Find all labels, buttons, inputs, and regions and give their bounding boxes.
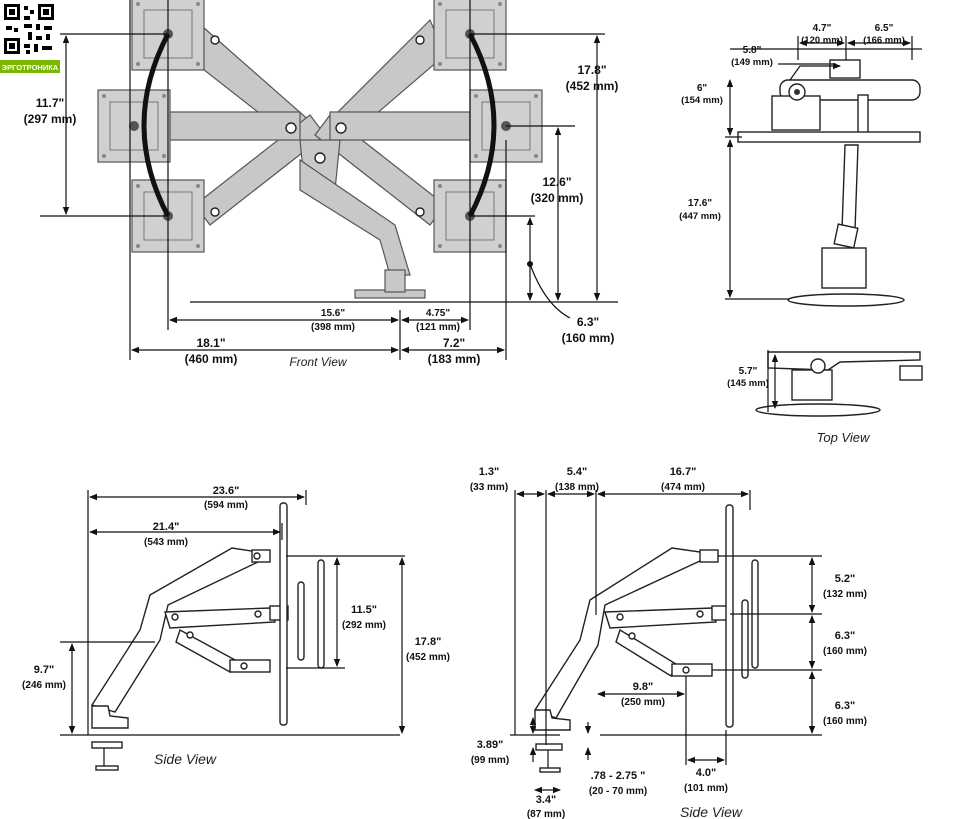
dim-label: (246 mm) [22, 680, 66, 691]
dim-label: 11.7" [36, 96, 64, 110]
dim-label: 21.4" [153, 521, 180, 533]
qr-code-icon [4, 4, 54, 54]
dim-label: 5.4" [567, 466, 588, 478]
dim-label: (297 mm) [24, 112, 77, 126]
dim-label: (160 mm) [823, 716, 867, 727]
front-view-drawing [40, 0, 618, 360]
dim-label: 4.75" [426, 308, 450, 319]
dim-label: (166 mm) [863, 35, 905, 46]
dim-label: (474 mm) [661, 482, 705, 493]
dim-label: 18.1" [196, 336, 225, 350]
side-view-right-drawing [510, 490, 822, 794]
top-view-drawing [725, 36, 923, 417]
dim-label: 5.8" [743, 45, 762, 56]
dim-label: 6.3" [577, 315, 599, 329]
dim-label: (452 mm) [566, 79, 619, 93]
front-view-labels: 11.7" (297 mm) 17.8" (452 mm) 12.6" (320… [24, 63, 619, 369]
view-caption: Top View [817, 430, 871, 445]
dim-label: (154 mm) [681, 95, 723, 106]
dim-label: 9.8" [633, 681, 654, 693]
dim-label: 5.2" [835, 573, 856, 585]
dim-label: (160 mm) [562, 331, 615, 345]
dim-label: (447 mm) [679, 211, 721, 222]
dim-label: 6.3" [835, 630, 856, 642]
dim-label: 9.7" [34, 664, 55, 676]
brand-name: ЭРГОТРОНИКА [2, 63, 59, 72]
dim-label: 4.7" [813, 23, 832, 34]
dim-label: (594 mm) [204, 500, 248, 511]
dim-label: (87 mm) [527, 809, 565, 819]
dim-label: 6.5" [875, 23, 894, 34]
dim-label: (121 mm) [416, 322, 460, 333]
dim-label: (138 mm) [555, 482, 599, 493]
dim-label: 17.6" [688, 198, 712, 209]
dim-label: (320 mm) [531, 191, 584, 205]
dim-label: (543 mm) [144, 537, 188, 548]
dim-label: 11.5" [351, 604, 377, 616]
dim-label: 6.3" [835, 700, 856, 712]
top-view-labels: 4.7" (120 mm) 6.5" (166 mm) 5.8" (149 mm… [679, 23, 905, 445]
dim-label: 17.8" [577, 63, 606, 77]
dim-label: (183 mm) [428, 352, 481, 366]
dim-label: (33 mm) [470, 482, 508, 493]
dim-label: 5.7" [739, 366, 758, 377]
dim-label: 3.4" [536, 794, 557, 806]
dim-label: (250 mm) [621, 697, 665, 708]
dim-label: (160 mm) [823, 646, 867, 657]
dim-label: (292 mm) [342, 620, 386, 631]
dim-label: (460 mm) [185, 352, 238, 366]
view-caption: Side View [154, 751, 217, 767]
dim-label: (120 mm) [801, 35, 843, 46]
view-caption: Side View [680, 804, 743, 819]
dim-label: 3.89" [477, 739, 504, 751]
dim-label: (452 mm) [406, 652, 450, 663]
side-view-right-labels: 1.3" (33 mm) 5.4" (138 mm) 16.7" (474 mm… [470, 466, 867, 819]
view-caption: Front View [289, 355, 347, 369]
dim-label: (145 mm) [727, 378, 769, 389]
dim-label: (149 mm) [731, 57, 773, 68]
dim-label: 7.2" [443, 336, 465, 350]
side-view-left-labels: 23.6" (594 mm) 21.4" (543 mm) 11.5" (292… [22, 485, 450, 767]
dim-label: (101 mm) [684, 783, 728, 794]
brand-logo: ЭРГОТРОНИКА [0, 2, 60, 73]
dim-label: 23.6" [213, 485, 240, 497]
dim-label: (132 mm) [823, 589, 867, 600]
dim-label: 12.6" [542, 175, 571, 189]
dim-label: 17.8" [415, 636, 442, 648]
dim-label: 15.6" [321, 308, 345, 319]
dim-label: 16.7" [670, 466, 697, 478]
dim-label: .78 - 2.75 " [591, 770, 646, 782]
dim-label: (398 mm) [311, 322, 355, 333]
side-view-left-drawing [60, 490, 406, 771]
dim-label: (20 - 70 mm) [589, 786, 647, 797]
dim-label: 6" [697, 83, 708, 94]
dim-label: 4.0" [696, 767, 717, 779]
dim-label: (99 mm) [471, 755, 509, 766]
dim-label: 1.3" [479, 466, 500, 478]
